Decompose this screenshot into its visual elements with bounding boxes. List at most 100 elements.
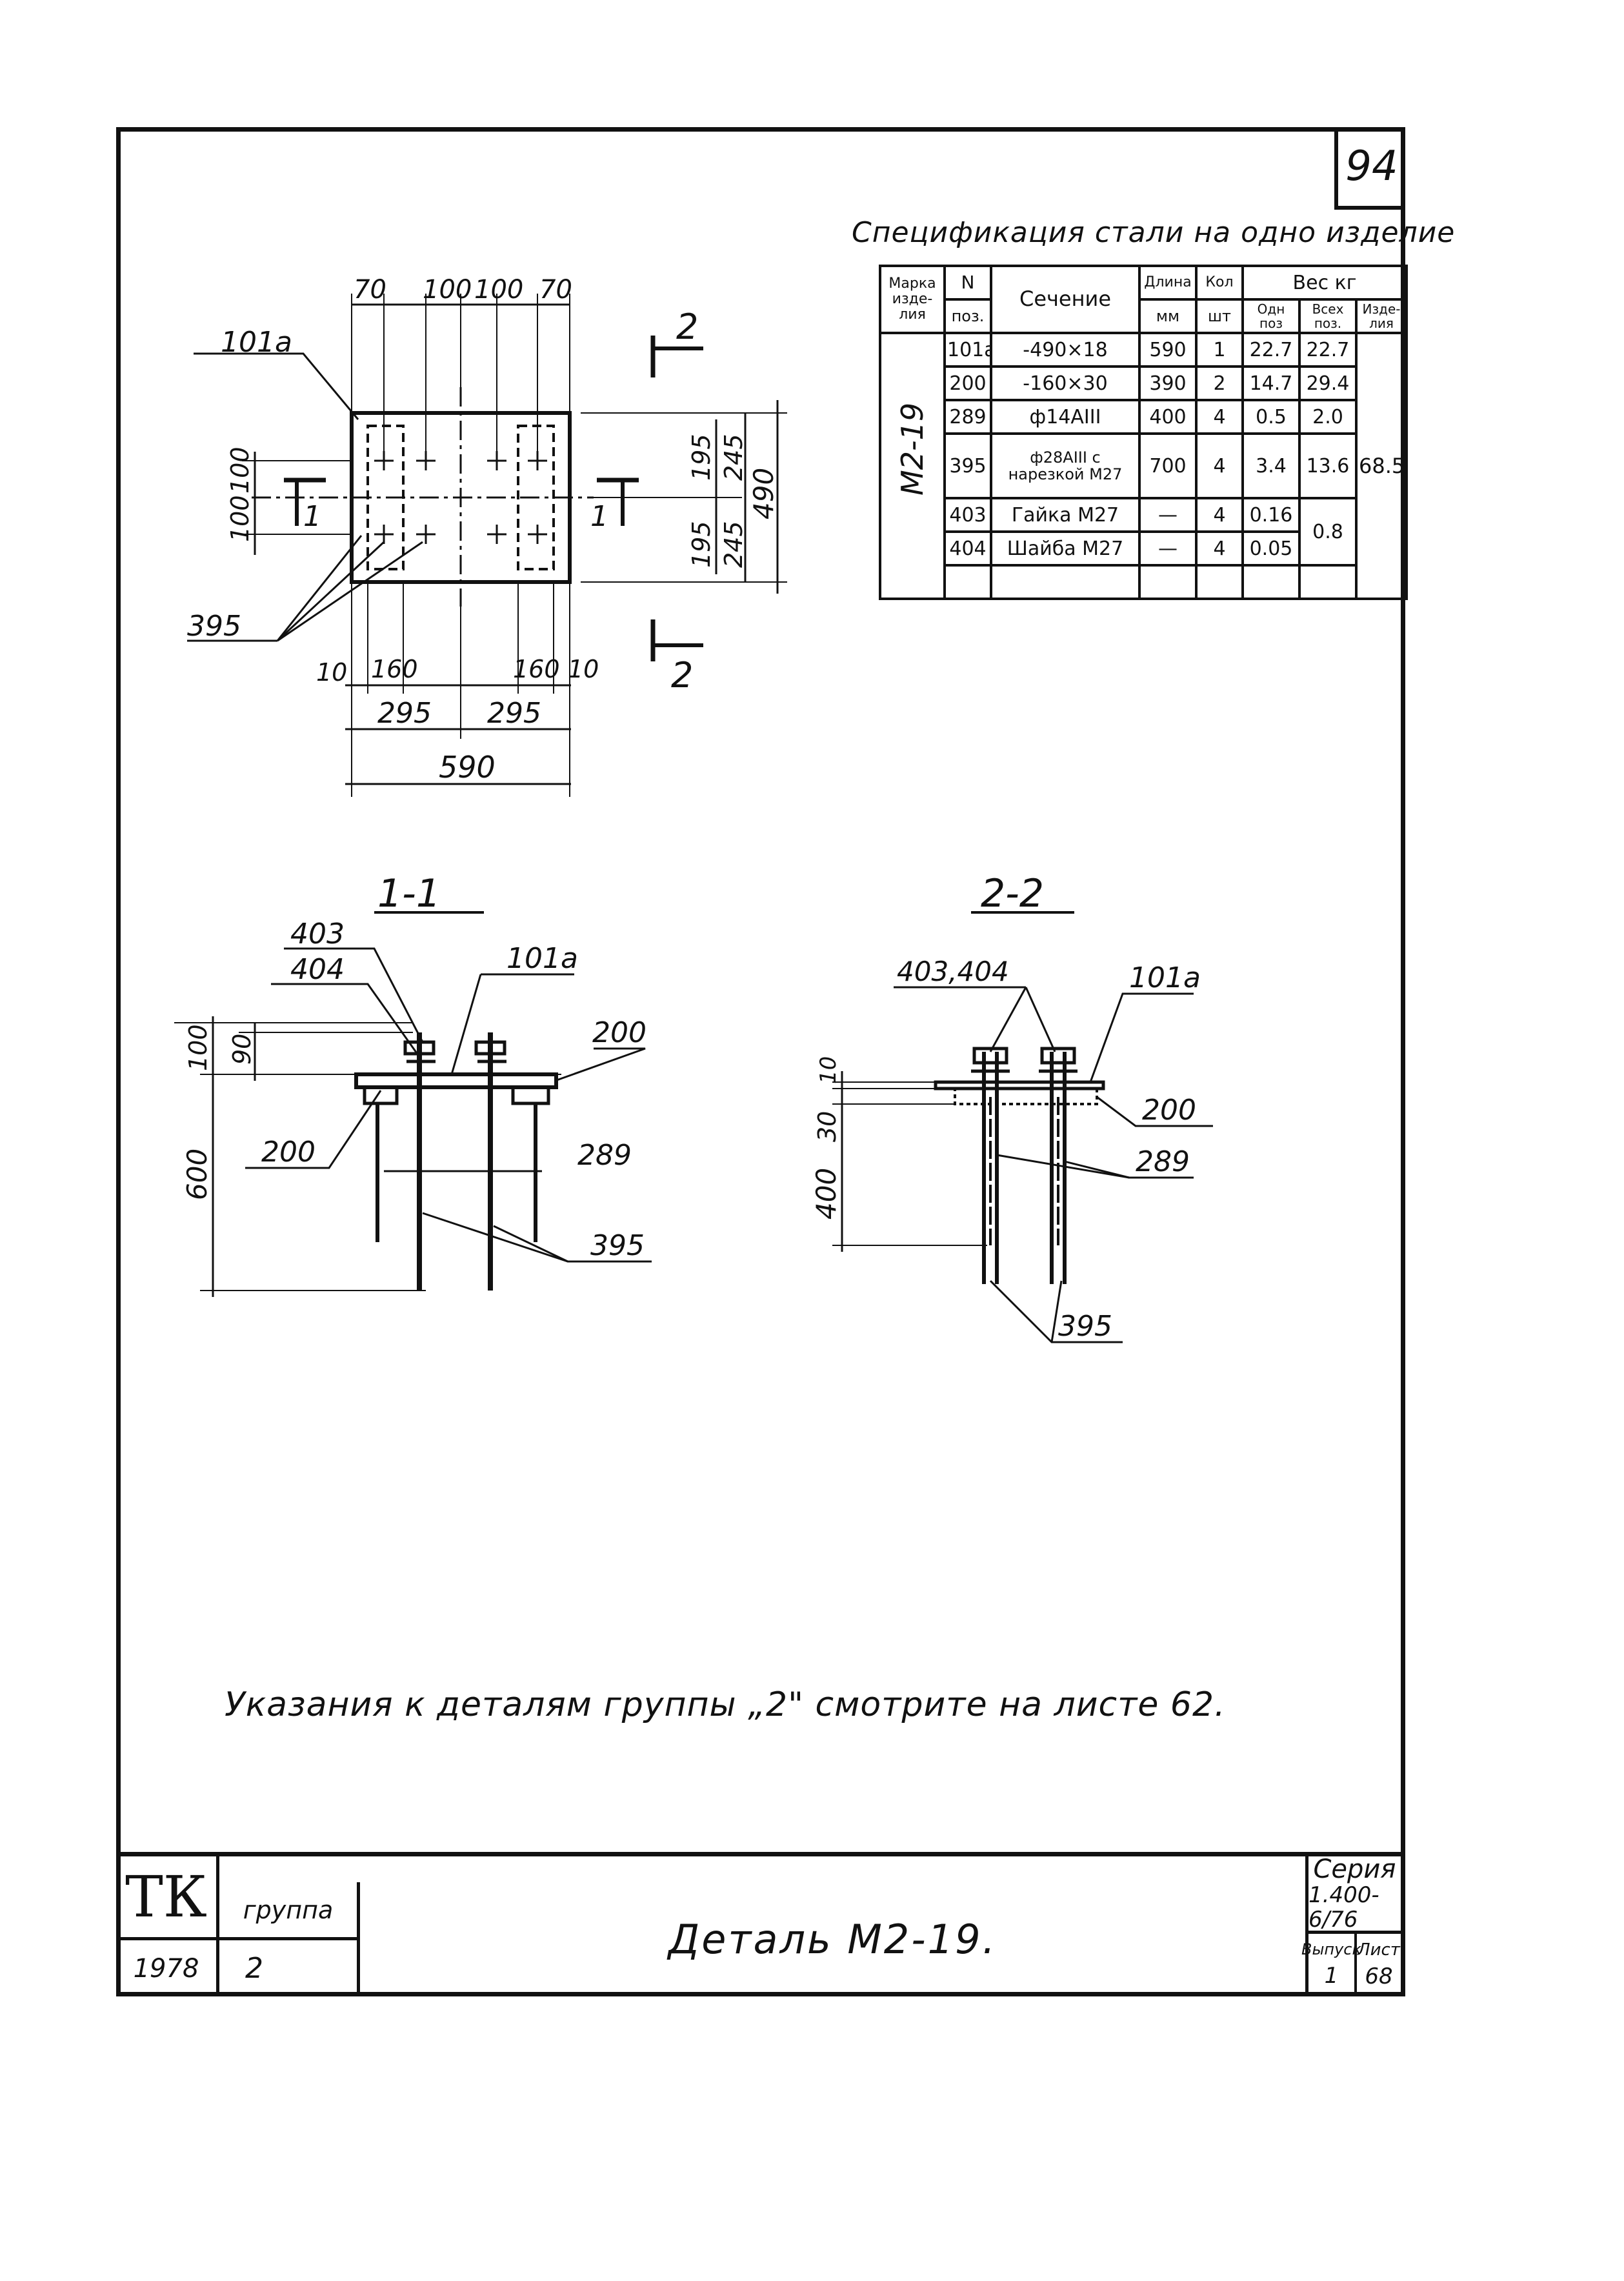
row-length: 700 [1138,432,1198,499]
row-section: ф28АIII с нарезкой М27 [990,432,1141,499]
s1-label-395: 395 [590,1229,645,1262]
row-weight-one: 0.05 [1241,530,1301,567]
row-section: Гайка М27 [990,497,1141,533]
table-row [880,564,1407,600]
row-weight-all: 29.4 [1298,365,1358,401]
hdr-qty-unit: шт [1195,298,1244,334]
hdr-mark: Марка изде-лия [879,265,946,334]
dim-left-100-top: 100 [226,447,254,494]
sheet-number: 94 [1334,127,1405,210]
s1-label-404: 404 [290,953,345,986]
table-row: 395 ф28АIII с нарезкой М27 700 4 3.4 13.… [880,432,1407,499]
section-mark-1-left: 1 [303,500,321,533]
issue-label: Выпуск [1301,1940,1361,1958]
plan-label-plate: 101а [221,326,292,359]
year: 1978 [116,1940,219,1996]
s1-dim-90: 90 [228,1034,256,1065]
section-mark-2-bottom: 2 [671,655,693,696]
hdr-weight-item: Изде-лия [1354,298,1408,334]
hdr-length-unit: мм [1138,298,1198,334]
dim-left-100-bottom: 100 [226,495,254,542]
s1-label-200-left: 200 [261,1136,316,1169]
hdr-section: Сечение [990,265,1141,334]
row-section: -490×18 [990,332,1141,368]
plan-view [187,294,787,797]
series-label: Серия [1313,1854,1396,1885]
table-row: 403 Гайка М27 — 4 0.16 0.8 [880,497,1407,567]
row-length: 590 [1138,332,1198,368]
hdr-length: Длина [1138,265,1198,301]
row-length: 400 [1138,399,1198,435]
hdr-weight-all: Всех поз. [1298,298,1358,334]
dim-top-2: 100 [423,275,472,305]
hdr-weight: Вес кг [1241,265,1408,301]
issue-box: Выпуск 1 [1301,1934,1361,1996]
dim-bottom-295-right: 295 [487,697,541,730]
section-2-2 [832,911,1213,1343]
spec-table: Марка изде-лия N Сечение Длина Кол Вес к… [879,265,1408,600]
row-weight-all: 2.0 [1298,399,1358,435]
section-2-title: 2-2 [981,871,1044,916]
sheet-value: 68 [1365,1963,1393,1989]
section-mark-2-top: 2 [676,306,698,347]
s2-label-289: 289 [1136,1145,1190,1178]
org-logo: ТК [116,1856,219,1940]
dim-bottom-10-right: 10 [568,655,599,683]
issue-value: 1 [1324,1962,1339,1989]
row-pos: 395 [943,432,992,499]
row-length: 390 [1138,365,1198,401]
row-pos: 200 [943,365,992,401]
row-weight-one: 22.7 [1241,332,1301,368]
s1-dim-100: 100 [184,1024,212,1071]
plan-label-bolts: 395 [187,610,241,643]
row-section: Шайба М27 [990,530,1141,567]
s2-label-395: 395 [1058,1310,1112,1343]
section-mark-1-right: 1 [590,500,608,533]
group-label: группа [219,1882,360,1940]
dim-right-490: 490 [748,468,779,519]
row-section: ф14АIII [990,399,1141,435]
dim-bottom-160-right: 160 [513,655,560,683]
dim-top-1: 70 [354,275,386,305]
hdr-pos-sub: поз. [943,298,992,334]
dim-right-195-bottom: 195 [687,521,716,568]
dim-right-195-top: 195 [687,434,716,481]
row-pos: 404 [943,530,992,567]
row-weight-one: 0.5 [1241,399,1301,435]
section-1-1 [174,911,652,1297]
s2-label-101a: 101а [1129,961,1201,994]
dim-right-245-top: 245 [719,434,748,481]
row-qty: 4 [1195,497,1244,533]
row-section: -160×30 [990,365,1141,401]
spec-title: Спецификация стали на одно изделие [852,216,1456,249]
s1-label-200-right: 200 [592,1016,647,1049]
row-length: — [1138,530,1198,567]
s2-dim-30: 30 [813,1111,841,1142]
table-row: 200 -160×30 390 2 14.7 29.4 [880,365,1407,401]
row-pos: 289 [943,399,992,435]
note-text: Указания к деталям группы „2" смотрите н… [225,1685,1226,1724]
drawing-title: Деталь М2-19. [360,1856,1308,1996]
group-value: 2 [219,1940,360,1996]
dim-right-245-bottom: 245 [719,521,748,568]
row-weight-one: 0.16 [1241,497,1301,533]
sheet-label: Лист [1358,1940,1400,1960]
s2-dim-400: 400 [810,1168,842,1220]
s1-label-101a: 101а [506,942,578,975]
row-qty: 4 [1195,530,1244,567]
dim-bottom-10-left: 10 [316,658,347,687]
dim-bottom-160-left: 160 [371,655,418,683]
table-row: 289 ф14АIII 400 4 0.5 2.0 [880,399,1407,435]
item-total: 68.5 [1354,332,1408,600]
series-value: 1.400-6/76 [1308,1882,1379,1933]
row-weight-all: 13.6 [1298,432,1358,499]
row-pos: 101а [943,332,992,368]
row-qty: 4 [1195,432,1244,499]
bolt-marks [374,451,547,544]
s1-label-289: 289 [577,1139,632,1172]
dim-top-4: 70 [539,275,572,305]
hdr-weight-one: Одн поз [1241,298,1301,334]
row-qty: 4 [1195,399,1244,435]
section-1-title: 1-1 [377,871,441,916]
